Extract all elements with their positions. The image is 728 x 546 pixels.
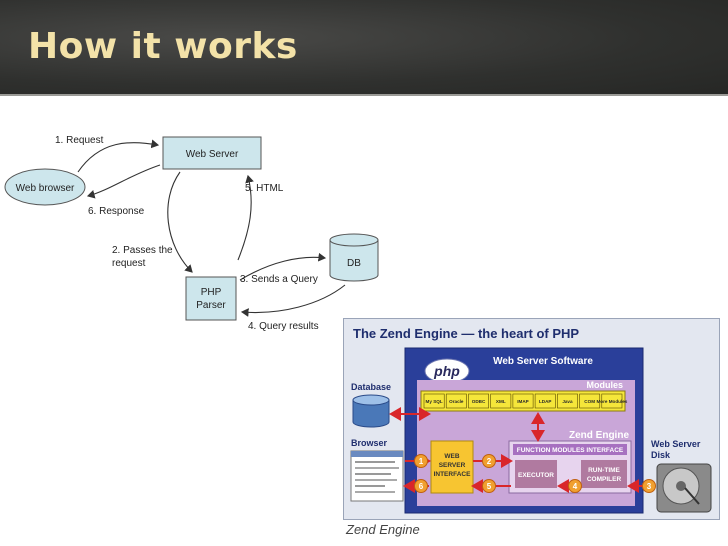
modules-label: Modules [586, 380, 623, 390]
wsi-label-1: WEB [444, 453, 459, 460]
web-server-node [162, 136, 262, 170]
module-piece [490, 393, 512, 409]
module-label: ODBC [472, 399, 486, 404]
query-results-arrow [240, 284, 346, 317]
php-logo-text: php [433, 363, 460, 379]
function-modules-interface-box [513, 444, 627, 455]
executor-box [515, 460, 557, 488]
module-label: Oracle [449, 399, 464, 404]
module-label: XML [496, 399, 506, 404]
sends-query-label: 3. Sends a Query [240, 274, 318, 285]
module-piece [534, 393, 556, 409]
html-label: 5. HTML [245, 183, 284, 194]
sends-query-arrow [239, 252, 327, 281]
zend-engine-label: Zend Engine [569, 430, 629, 441]
passes-label-2: request [112, 258, 146, 269]
disk-label-1: Web Server [651, 439, 701, 449]
disk-label-2: Disk [651, 450, 671, 460]
module-piece [579, 393, 601, 409]
step-badge-2 [482, 454, 496, 468]
query-results-label: 4. Query results [248, 321, 319, 332]
step-badge-4 [568, 479, 582, 493]
slide-title: How it works [28, 26, 298, 67]
web-browser-node [4, 168, 86, 206]
request-flow-diagram: Web browser Web Server PHP Parser DB 1. … [4, 135, 379, 332]
response-arrow [86, 164, 161, 199]
module-label: LDAP [539, 399, 552, 404]
module-piece [557, 393, 578, 409]
php-parser-label-2: Parser [196, 300, 226, 311]
response-label: 6. Response [88, 206, 145, 217]
html-arrow [237, 174, 254, 261]
database-icon [352, 394, 390, 428]
module-label: Java [562, 399, 573, 404]
database-label: Database [351, 382, 391, 392]
module-piece [601, 393, 623, 409]
web-server-label: Web Server [186, 149, 239, 160]
step-badge-6 [414, 479, 428, 493]
passes-request-arrow [167, 171, 193, 273]
step-number-3: 3 [647, 482, 652, 491]
passes-label-1: 2. Passes the [112, 245, 173, 256]
module-label: IMAP [517, 399, 528, 404]
step-badge-3 [642, 479, 656, 493]
php-parser-node [185, 276, 237, 321]
db-node [329, 233, 379, 282]
module-label: More Modules [596, 399, 627, 404]
php-parser-label-1: PHP [201, 287, 222, 298]
executor-label: EXECUTOR [518, 472, 554, 479]
module-piece [512, 393, 534, 409]
step-badge-1 [414, 454, 428, 468]
browser-thumbnail [350, 450, 404, 502]
step-number-6: 6 [419, 482, 424, 491]
db-label: DB [347, 258, 361, 269]
zend-title: The Zend Engine — the heart of PHP [353, 326, 579, 341]
wsi-label-3: INTERFACE [434, 471, 472, 478]
module-piece [468, 393, 489, 409]
run-time-compiler-label-1: RUN-TIME [588, 467, 620, 474]
module-label: COM [584, 399, 595, 404]
web-server-interface-box [430, 440, 474, 494]
step-badge-5 [482, 479, 496, 493]
hard-disk-icon [656, 463, 712, 513]
module-label: My SQL [426, 399, 443, 404]
zend-engine-diagram: The Zend Engine — the heart of PHP Web S… [350, 326, 712, 514]
module-piece [445, 393, 467, 409]
step-badges: 1 2 3 4 5 6 [414, 454, 656, 493]
request-label: 1. Request [55, 135, 104, 146]
function-modules-interface-label: FUNCTION MODULES INTERFACE [517, 447, 624, 454]
web-server-software-label: Web Server Software [493, 356, 593, 367]
browser-label: Browser [351, 438, 388, 448]
run-time-compiler-box [581, 460, 627, 488]
step-number-4: 4 [573, 482, 578, 491]
step-number-2: 2 [487, 457, 492, 466]
step-number-5: 5 [487, 482, 492, 491]
zend-caption: Zend Engine [346, 522, 420, 537]
run-time-compiler-label-2: COMPILER [587, 476, 622, 483]
wsi-label-2: SERVER [439, 462, 466, 469]
request-arrow [77, 139, 160, 173]
slide-header: How it works [0, 0, 728, 96]
step-number-1: 1 [419, 457, 424, 466]
module-piece [423, 393, 445, 409]
web-browser-label: Web browser [16, 183, 75, 194]
